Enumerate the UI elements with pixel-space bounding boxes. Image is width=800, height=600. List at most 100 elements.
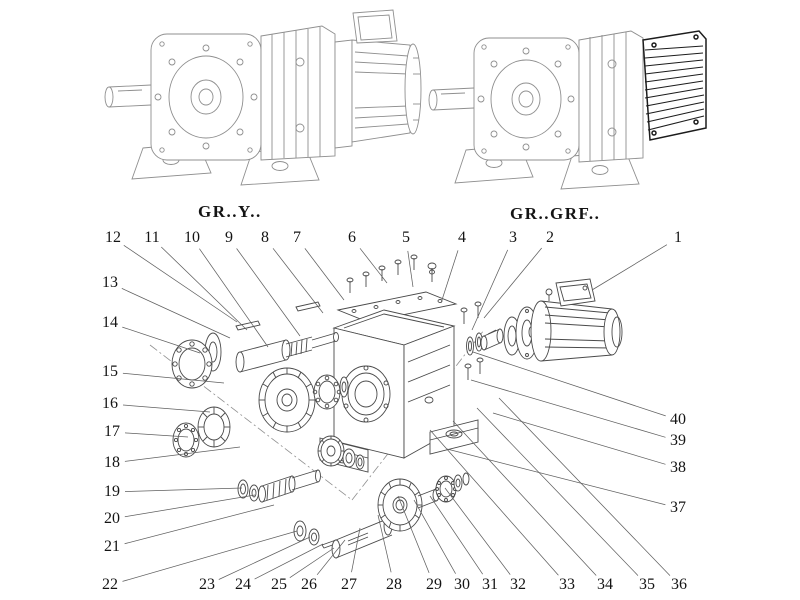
leader-line-25: [289, 547, 335, 579]
leader-line-5: [407, 250, 414, 288]
exploded-view: [171, 254, 623, 559]
motor-left-drawing: [334, 9, 422, 149]
callout-37: 37: [670, 499, 686, 516]
leader-line-9: [236, 248, 301, 337]
callout-22: 22: [102, 576, 118, 593]
callout-40: 40: [670, 411, 686, 428]
leader-line-16: [122, 404, 211, 413]
shaft-key-upper: [295, 301, 321, 312]
ball-bearing-large: [171, 339, 213, 389]
roller-bearing: [172, 422, 200, 458]
intermediate-gear: [317, 435, 345, 467]
leader-line-39: [470, 379, 666, 438]
leader-line-11: [161, 246, 248, 331]
output-shaft-left: [104, 84, 152, 108]
leader-line-2: [483, 247, 542, 319]
dark-input-cover: [642, 30, 707, 141]
leader-line-8: [272, 248, 324, 314]
callout-31: 31: [482, 576, 498, 593]
leader-line-29: [397, 495, 430, 574]
callout-19: 19: [104, 483, 120, 500]
callout-38: 38: [670, 459, 686, 476]
callout-21: 21: [104, 538, 120, 555]
input-flange-parts: [460, 301, 539, 380]
callout-13: 13: [102, 274, 118, 291]
callout-7: 7: [293, 229, 301, 246]
callout-8: 8: [261, 229, 269, 246]
output-shaft-right: [428, 87, 475, 111]
leader-line-10: [199, 248, 269, 348]
callout-9: 9: [225, 229, 233, 246]
leader-line-1: [591, 244, 668, 291]
callout-28: 28: [386, 576, 402, 593]
callout-29: 29: [426, 576, 442, 593]
leader-line-3: [471, 249, 509, 331]
leader-line-12: [123, 244, 238, 323]
callout-39: 39: [670, 432, 686, 449]
input-pinion-shaft: [235, 332, 339, 373]
leader-line-14: [122, 326, 201, 354]
leader-line-34: [452, 420, 597, 576]
callout-20: 20: [104, 510, 120, 527]
output-gear: [377, 478, 423, 532]
leader-line-7: [304, 248, 345, 301]
leader-line-32: [444, 487, 511, 575]
callout-25: 25: [271, 576, 287, 593]
lifting-eyebolt: [545, 288, 553, 296]
callout-23: 23: [199, 576, 215, 593]
spacer-ring: [339, 376, 349, 398]
leader-lines-layer: [121, 244, 671, 582]
leader-line-17: [124, 432, 189, 438]
leader-line-30: [413, 499, 456, 574]
callout-14: 14: [102, 314, 118, 331]
callout-16: 16: [102, 395, 118, 412]
ring-output: [308, 528, 320, 546]
callout-4: 4: [458, 229, 466, 246]
leader-line-22: [122, 530, 298, 582]
callout-10: 10: [184, 229, 200, 246]
callout-18: 18: [104, 454, 120, 471]
leader-line-24: [254, 543, 324, 580]
leader-line-13: [121, 288, 231, 339]
intermediate-pinion-shaft: [237, 469, 321, 503]
callout-33: 33: [559, 576, 575, 593]
model-label-grgrf: GR..GRF..: [510, 204, 601, 223]
callout-15: 15: [102, 363, 118, 380]
taper-bearing: [197, 406, 231, 448]
callout-17: 17: [104, 423, 120, 440]
mounting-foot-right: [429, 419, 479, 455]
leader-line-31: [429, 495, 484, 575]
leader-line-35: [476, 407, 639, 576]
callout-26: 26: [301, 576, 317, 593]
assembled-gearmotor-grgrf-drawing: [428, 30, 707, 190]
leader-line-38: [492, 412, 666, 465]
drain-plug: [424, 396, 434, 404]
callout-36: 36: [671, 576, 687, 593]
leader-line-26: [316, 539, 346, 576]
callout-30: 30: [454, 576, 470, 593]
retaining-ring-mid: [355, 454, 365, 470]
leader-line-27: [351, 527, 361, 573]
callout-12: 12: [105, 229, 121, 246]
cover-bolts: [346, 254, 437, 293]
circlip: [462, 472, 470, 486]
leader-line-37: [446, 448, 666, 506]
callout-1: 1: [674, 229, 682, 246]
callout-5: 5: [402, 229, 410, 246]
callout-3: 3: [509, 229, 517, 246]
callout-6: 6: [348, 229, 356, 246]
callout-35: 35: [639, 576, 655, 593]
leader-line-36: [498, 397, 671, 576]
leader-line-21: [124, 504, 275, 545]
washer-mid: [342, 448, 356, 468]
leader-line-28: [377, 514, 392, 573]
gearbox-housing: [319, 309, 479, 473]
input-shaft-stub: [480, 328, 504, 351]
callout-34: 34: [597, 576, 613, 593]
exploded-motor: [528, 278, 623, 362]
model-label-gry: GR..Y..: [198, 202, 262, 221]
leader-line-15: [122, 372, 225, 384]
washer-output: [293, 520, 307, 542]
callout-24: 24: [235, 576, 251, 593]
